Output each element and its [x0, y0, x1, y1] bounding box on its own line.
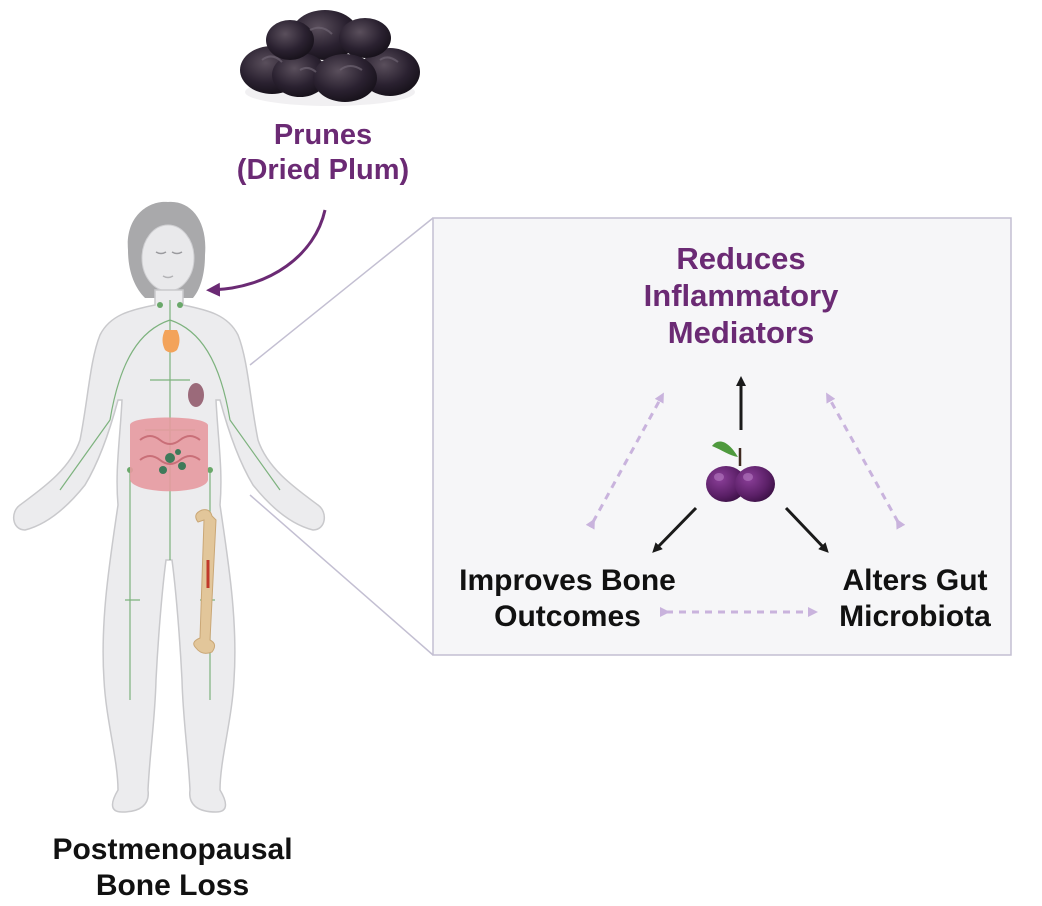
bone-outcomes-label: Improves Bone Outcomes	[440, 563, 695, 635]
inflammatory-label-line3: Mediators	[667, 315, 815, 351]
prunes-label-line1: Prunes	[273, 119, 373, 151]
arrow-to-bone	[652, 506, 698, 553]
dashed-arrow-microbiota-inflammatory	[826, 392, 906, 530]
mechanism-panel	[432, 217, 1012, 656]
dashed-arrow-bone-inflammatory	[585, 392, 664, 530]
leaf-icon	[712, 441, 738, 457]
prunes-to-body-arrow	[206, 209, 327, 297]
plum-icon	[706, 441, 775, 502]
zoom-connector	[249, 217, 434, 656]
human-body-figure	[13, 201, 325, 813]
prunes-pile-icon	[240, 10, 420, 106]
inflammatory-label-line1: Reduces	[676, 241, 806, 276]
body-label-line2: Bone Loss	[95, 869, 250, 902]
prunes-label-line2: (Dried Plum)	[236, 153, 410, 186]
inflammatory-label-line2: Inflammatory	[643, 278, 839, 314]
gut-microbiota-label: Alters Gut Microbiota	[815, 563, 1015, 635]
body-label: Postmenopausal Bone Loss	[20, 832, 325, 904]
gut-microbiota-label-line2: Microbiota	[839, 600, 991, 633]
bone-outcomes-label-line1: Improves Bone	[459, 564, 676, 597]
body-label-line1: Postmenopausal	[52, 833, 293, 866]
bone-outcomes-label-line2: Outcomes	[494, 600, 641, 633]
inflammatory-label: Reduces Inflammatory Mediators	[611, 240, 871, 352]
arrow-to-microbiota	[784, 506, 829, 553]
gut-microbiota-label-line1: Alters Gut	[842, 564, 988, 597]
prunes-label: Prunes (Dried Plum)	[213, 118, 433, 188]
